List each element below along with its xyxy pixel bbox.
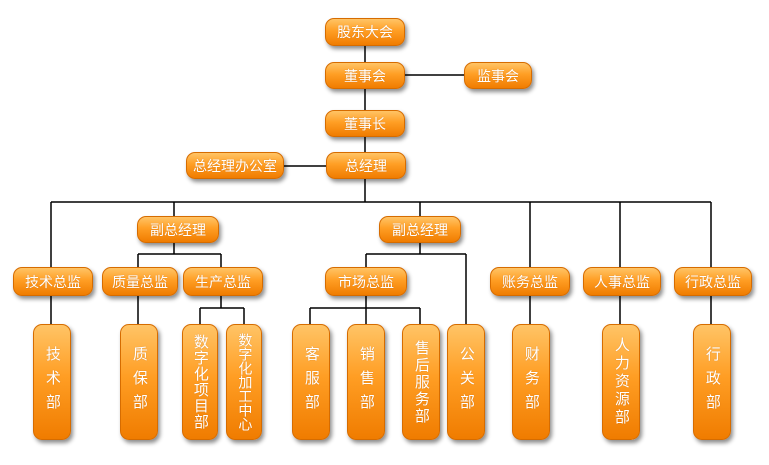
dept-digital-machining-label: 数字化加工中心 — [236, 333, 253, 431]
node-production-director-label: 生产总监 — [195, 274, 251, 291]
node-board-label: 董事会 — [344, 68, 386, 85]
dept-admin: 行政部 — [693, 324, 731, 440]
dept-hr: 人力资源部 — [602, 324, 640, 440]
node-shareholders-label: 股东大会 — [337, 25, 393, 41]
node-admin-director: 行政总监 — [674, 267, 752, 296]
node-board: 董事会 — [325, 62, 405, 89]
dept-quality-label: 质保部 — [130, 346, 149, 418]
dept-tech-label: 技术部 — [43, 346, 62, 418]
dept-sales: 销售部 — [347, 324, 385, 440]
node-quality-director: 质量总监 — [102, 267, 178, 296]
dept-after-sales: 售后服务部 — [402, 324, 440, 440]
dept-hr-label: 人力资源部 — [612, 337, 631, 427]
node-deputy-gm-left-label: 副总经理 — [150, 222, 206, 239]
dept-after-sales-label: 售后服务部 — [412, 339, 431, 425]
node-chairman: 董事长 — [325, 110, 405, 137]
dept-quality: 质保部 — [120, 324, 158, 440]
node-finance-director: 账务总监 — [490, 267, 570, 296]
node-supervisory-board: 监事会 — [464, 62, 532, 89]
node-deputy-gm-left: 副总经理 — [137, 216, 219, 243]
node-hr-director-label: 人事总监 — [594, 274, 650, 291]
dept-finance-label: 财务部 — [522, 346, 541, 418]
node-gm-office-label: 总经理办公室 — [193, 158, 277, 175]
node-supervisory-board-label: 监事会 — [477, 68, 519, 85]
dept-finance: 财务部 — [512, 324, 550, 440]
node-gm-office: 总经理办公室 — [186, 152, 284, 179]
node-deputy-gm-right: 副总经理 — [379, 216, 461, 243]
node-marketing-director: 市场总监 — [325, 267, 407, 296]
dept-customer: 客服部 — [292, 324, 330, 440]
node-gm-label: 总经理 — [345, 158, 387, 175]
node-hr-director: 人事总监 — [583, 267, 661, 296]
node-production-director: 生产总监 — [183, 267, 263, 296]
dept-digital-machining: 数字化加工中心 — [226, 324, 262, 440]
dept-digital-project: 数字化项目部 — [182, 324, 218, 440]
node-quality-director-label: 质量总监 — [112, 274, 168, 291]
dept-tech: 技术部 — [33, 324, 71, 440]
dept-sales-label: 销售部 — [357, 346, 376, 418]
dept-pr: 公关部 — [447, 324, 485, 440]
node-tech-director-label: 技术总监 — [25, 274, 81, 291]
dept-customer-label: 客服部 — [302, 346, 321, 418]
dept-admin-label: 行政部 — [703, 346, 722, 418]
dept-pr-label: 公关部 — [457, 346, 476, 418]
dept-digital-project-label: 数字化项目部 — [191, 334, 210, 430]
node-gm: 总经理 — [326, 152, 406, 179]
node-marketing-director-label: 市场总监 — [338, 274, 394, 291]
node-deputy-gm-right-label: 副总经理 — [392, 222, 448, 239]
node-admin-director-label: 行政总监 — [685, 274, 741, 291]
node-shareholders: 股东大会 — [325, 18, 405, 46]
node-finance-director-label: 账务总监 — [502, 274, 558, 291]
node-chairman-label: 董事长 — [344, 116, 386, 133]
node-tech-director: 技术总监 — [13, 267, 93, 296]
